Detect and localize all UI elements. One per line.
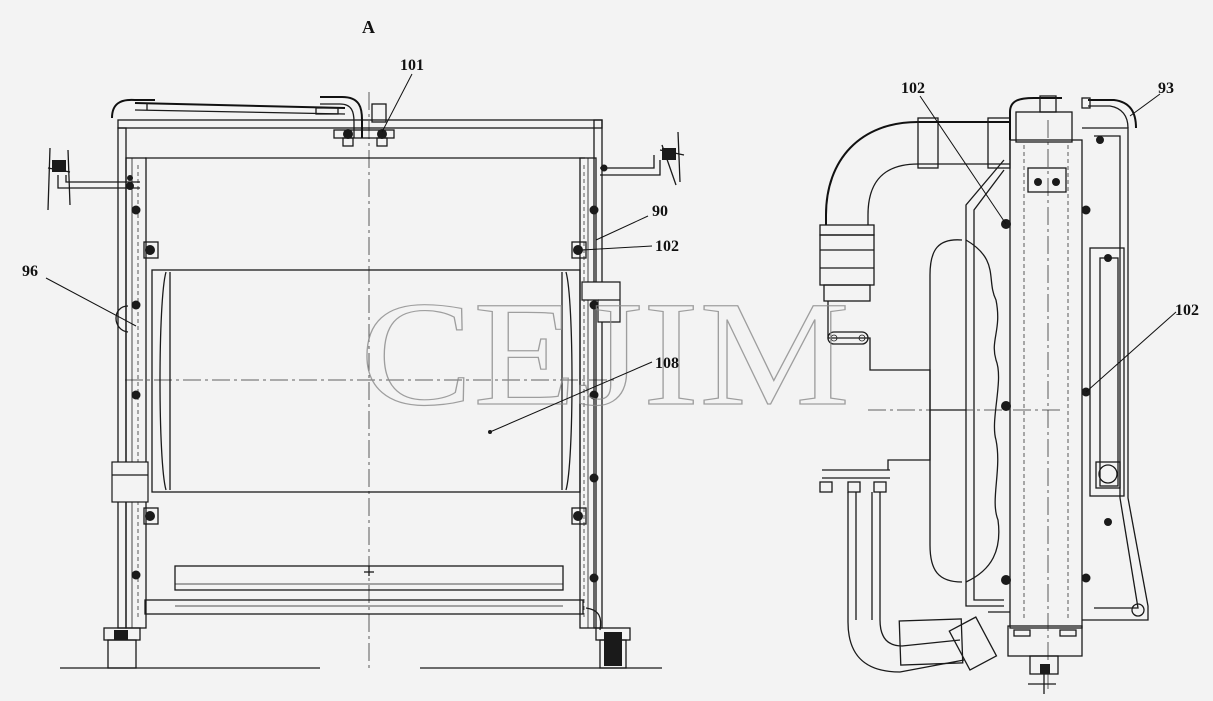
callout-102-side-mid: 102 [1175, 302, 1199, 319]
callout-leaders [45, 73, 1177, 434]
view-label: A [362, 17, 375, 37]
callout-90: 90 [652, 203, 668, 220]
callout-108: 108 [655, 355, 679, 372]
side-view [819, 95, 1149, 694]
callout-102-front: 102 [655, 238, 679, 255]
front-view [47, 92, 685, 669]
callout-102-side-top: 102 [901, 80, 925, 97]
callout-96: 96 [22, 263, 38, 280]
callout-93: 93 [1158, 80, 1174, 97]
watermark-text: CEJIM [360, 271, 850, 437]
callout-101: 101 [400, 57, 424, 74]
